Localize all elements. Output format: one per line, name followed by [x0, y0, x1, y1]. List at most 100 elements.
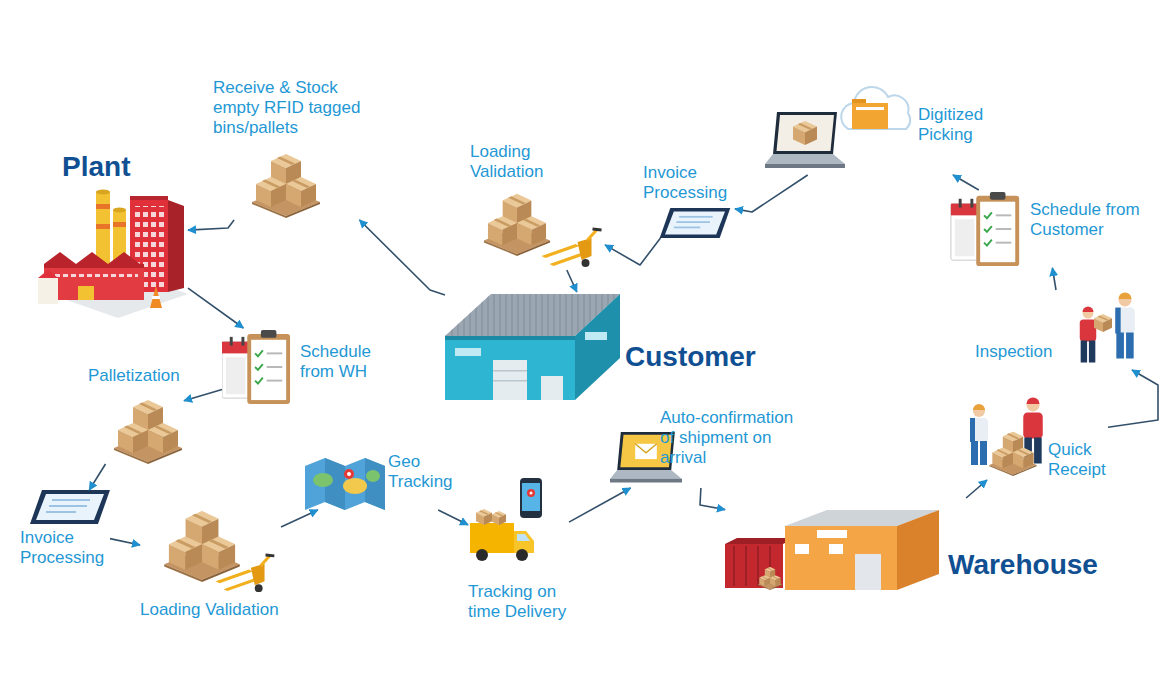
step-node: Digitized Picking: [765, 85, 986, 175]
factory-illustration: [96, 224, 110, 229]
inspection-people: [1115, 292, 1135, 358]
factory-illustration: [150, 286, 162, 308]
warehouse-building: [725, 510, 939, 590]
step-node: Invoice Processing: [643, 163, 735, 238]
cloud-folder-icon: [841, 87, 910, 129]
step-node: Quick Receipt: [965, 395, 1108, 480]
flow-connector: [735, 175, 808, 212]
warehouse-building: [855, 554, 881, 590]
customer-building: [445, 294, 620, 400]
step-label: Quick Receipt: [1048, 440, 1108, 480]
step-label: Schedule from Customer: [1030, 200, 1142, 240]
warehouse-building: [733, 546, 735, 586]
step-node: Palletization: [88, 366, 184, 464]
step-node: Receive & Stock empty RFID tagged bins/p…: [213, 78, 363, 220]
delivery-van: [476, 549, 488, 561]
flow-connector: [184, 389, 222, 400]
factory-illustration: [38, 190, 188, 319]
cloud-folder-icon: [856, 107, 884, 110]
schedule-icon: [222, 330, 290, 404]
inspection-people: [1094, 314, 1112, 332]
pallet-jack-load: [164, 511, 240, 582]
customer-building: [445, 336, 575, 400]
pallet-jack-load: [164, 194, 601, 592]
step-label: Auto-confirmation of shipment on arrival: [660, 408, 796, 468]
site-node: Warehouse: [725, 498, 1100, 590]
factory-illustration: [38, 278, 58, 304]
factory-illustration: [130, 196, 168, 200]
phone-icon: [520, 478, 542, 518]
customer-building: [445, 336, 575, 340]
factory-illustration: [44, 252, 144, 268]
pallet-jack-load: [542, 229, 602, 267]
map-icon: [313, 473, 333, 487]
receipt-people: [989, 432, 1036, 476]
pallet-boxes: [114, 154, 320, 464]
step-node: Schedule from Customer: [950, 190, 1142, 268]
phone-icon: [530, 492, 533, 495]
factory-illustration: [78, 286, 94, 300]
warehouse-building: [725, 538, 795, 544]
phone-icon: [520, 478, 542, 518]
flow-connector: [567, 270, 577, 292]
flow-connector: [569, 488, 631, 522]
customer-building: [575, 294, 620, 400]
cloud-folder-icon: [841, 87, 910, 129]
pallet-jack-load: [216, 555, 275, 592]
phone-icon: [527, 489, 535, 497]
step-node: Loading Validation: [140, 500, 281, 620]
flow-connector: [188, 220, 234, 230]
flow-connector: [360, 220, 446, 295]
map-icon: [305, 458, 385, 510]
map-icon: [347, 472, 351, 476]
site-name: Warehouse: [948, 548, 1100, 582]
factory-illustration: [113, 222, 126, 227]
delivery-van: [516, 549, 528, 561]
step-label: Invoice Processing: [20, 528, 107, 568]
delivery-van: [492, 511, 506, 525]
warehouse-building: [829, 544, 843, 554]
step-node: Invoice Processing: [20, 490, 110, 568]
flow-connector: [700, 488, 725, 510]
step-label: Loading Validation: [140, 600, 281, 620]
map-icon: [343, 478, 367, 494]
factory-illustration: [113, 208, 126, 213]
map-icon: [366, 470, 380, 482]
pallet-boxes: [252, 154, 320, 218]
cloud-folder-icon: [852, 103, 888, 129]
step-node: Geo Tracking: [305, 452, 455, 510]
site-node: Customer: [445, 292, 758, 400]
warehouse-building: [795, 544, 809, 554]
flow-connector: [605, 238, 661, 265]
step-label: Palletization: [88, 366, 182, 386]
step-label: Receive & Stock empty RFID tagged bins/p…: [213, 78, 363, 138]
customer-building: [493, 380, 527, 382]
factory-illustration: [96, 192, 110, 264]
step-label: Invoice Processing: [643, 163, 730, 203]
inspection-people: [1080, 307, 1097, 363]
flow-connector: [1108, 370, 1158, 427]
warehouse-building: [817, 530, 847, 538]
phone-icon: [522, 483, 540, 511]
step-node: Tracking on time Delivery: [468, 478, 569, 622]
factory-illustration: [152, 296, 160, 299]
factory-illustration: [38, 270, 58, 278]
factory-illustration: [168, 200, 184, 292]
delivery-van: [476, 509, 492, 525]
pallet-jack-load: [484, 194, 550, 256]
schedule-icon: [222, 192, 1019, 404]
schedule-icon: [951, 192, 1019, 266]
customer-building: [541, 376, 563, 400]
laptop-icon: [765, 112, 845, 168]
map-icon: [344, 469, 354, 479]
flow-connector: [953, 175, 979, 190]
step-label: Schedule from WH: [300, 342, 373, 382]
customer-building: [493, 360, 527, 400]
factory-illustration: [96, 204, 110, 209]
warehouse-building: [785, 526, 897, 590]
step-node: Loading Validation: [470, 142, 605, 270]
flow-connector: [281, 510, 318, 527]
step-label: Loading Validation: [470, 142, 546, 182]
flow-connector: [438, 510, 468, 525]
